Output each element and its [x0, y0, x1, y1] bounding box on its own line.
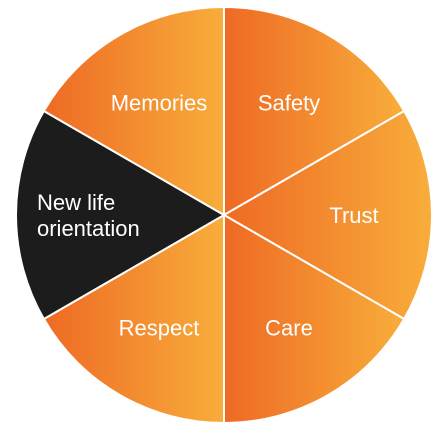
segment-label-trust: Trust: [329, 203, 378, 228]
segment-memories[interactable]: [42, 5, 225, 217]
segment-safety[interactable]: [223, 5, 406, 217]
segment-label-care: Care: [265, 316, 313, 341]
segment-label-memories: Memories: [111, 90, 208, 115]
segment-new-life-orientation[interactable]: [15, 109, 227, 321]
segments-layer: [15, 5, 433, 425]
segment-label-respect: Respect: [119, 316, 200, 341]
segment-care[interactable]: [223, 213, 406, 425]
segment-label-safety: Safety: [258, 90, 320, 115]
segment-trust[interactable]: [222, 109, 433, 321]
segment-respect[interactable]: [42, 213, 225, 425]
